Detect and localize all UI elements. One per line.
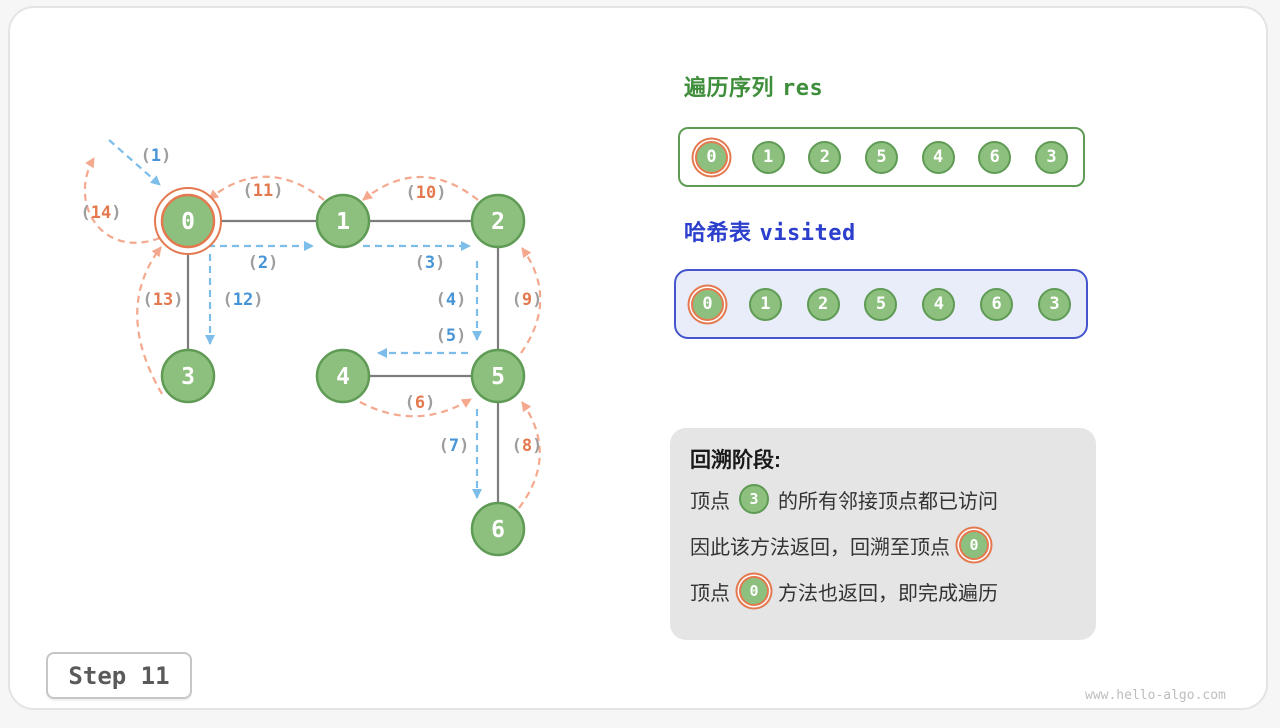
inline-node-0: 0 bbox=[739, 576, 769, 606]
step-label-7: (7) bbox=[439, 436, 470, 456]
step-label-8: (8) bbox=[512, 436, 543, 456]
info-line: 因此该方法返回，回溯至顶点 0 bbox=[690, 522, 1076, 568]
svg-text:0: 0 bbox=[181, 209, 195, 235]
step-label-14: (14) bbox=[81, 203, 122, 223]
step-arrow-9 bbox=[520, 247, 542, 354]
svg-text:2: 2 bbox=[491, 209, 505, 235]
info-text: 顶点 bbox=[690, 490, 730, 513]
step-label-3: (3) bbox=[415, 253, 446, 273]
seq-node-3: 3 bbox=[1034, 140, 1068, 174]
graph-node-4: 4 bbox=[315, 348, 371, 404]
step-arrow-6 bbox=[359, 398, 472, 418]
step-label-2: (2) bbox=[248, 253, 279, 273]
step-label-1: (1) bbox=[141, 146, 172, 166]
seq-node-3: 3 bbox=[1037, 287, 1071, 321]
graph-node-6: 6 bbox=[470, 501, 526, 557]
seq-node-1: 1 bbox=[748, 287, 782, 321]
visited-panel-title: 哈希表 visited bbox=[684, 215, 856, 247]
info-text: 因此该方法返回，回溯至顶点 bbox=[690, 536, 950, 559]
info-lines: 顶点 3 的所有邻接顶点都已访问因此该方法返回，回溯至顶点 0 顶点 0 方法也返回，即完成… bbox=[690, 476, 1076, 614]
info-line: 顶点 0 方法也返回，即完成遍历 bbox=[690, 568, 1076, 614]
graph-node-5: 5 bbox=[470, 348, 526, 404]
graph-node-2: 2 bbox=[470, 193, 526, 249]
graph-node-1: 1 bbox=[315, 193, 371, 249]
step-label-12: (12) bbox=[223, 290, 264, 310]
seq-node-5: 5 bbox=[864, 140, 898, 174]
step-arrow-14 bbox=[83, 157, 161, 244]
res-title-code: res bbox=[782, 76, 824, 101]
step-label-5: (5) bbox=[436, 326, 467, 346]
seq-node-2: 2 bbox=[808, 140, 842, 174]
step-label-9: (9) bbox=[512, 290, 543, 310]
step-arrow-11 bbox=[208, 175, 325, 201]
seq-node-6: 6 bbox=[978, 140, 1012, 174]
info-box: 回溯阶段: 顶点 3 的所有邻接顶点都已访问因此该方法返回，回溯至顶点 0 顶点 0 方法也… bbox=[670, 428, 1096, 640]
graph-canvas: 0 1 2 3 4 5 6 (1) (2) (3) (4) (5) (6) (7) (8) (9) (10) (1… bbox=[81, 139, 543, 557]
seq-node-4: 4 bbox=[922, 287, 956, 321]
watermark: www.hello-algo.com bbox=[1085, 688, 1226, 703]
seq-node-0: 0 bbox=[695, 140, 728, 174]
step-arrow-8 bbox=[518, 401, 541, 509]
info-text: 的所有邻接顶点都已访问 bbox=[778, 490, 998, 513]
res-panel-title: 遍历序列 res bbox=[684, 70, 823, 102]
step-badge: Step 11 bbox=[46, 652, 192, 699]
info-text: 方法也返回，即完成遍历 bbox=[778, 582, 998, 605]
info-text: 顶点 bbox=[690, 582, 730, 605]
res-title-text: 遍历序列 bbox=[684, 75, 775, 100]
info-box-title: 回溯阶段: bbox=[690, 449, 781, 472]
step-arrow-10 bbox=[362, 175, 479, 201]
graph-node-3: 3 bbox=[160, 348, 216, 404]
step-label-10: (10) bbox=[406, 183, 447, 203]
svg-text:6: 6 bbox=[491, 517, 505, 543]
svg-text:5: 5 bbox=[491, 364, 505, 390]
svg-text:3: 3 bbox=[181, 364, 195, 390]
graph-node-0: 0 bbox=[154, 187, 222, 255]
seq-node-6: 6 bbox=[980, 287, 1014, 321]
step-label-6: (6) bbox=[405, 393, 436, 413]
visited-title-code: visited bbox=[759, 221, 856, 246]
inline-node-0: 0 bbox=[959, 530, 989, 560]
svg-text:4: 4 bbox=[336, 364, 350, 390]
svg-text:1: 1 bbox=[336, 209, 350, 235]
info-line: 顶点 3 的所有邻接顶点都已访问 bbox=[690, 476, 1076, 522]
step-label-4: (4) bbox=[436, 290, 467, 310]
seq-node-5: 5 bbox=[864, 287, 898, 321]
seq-node-1: 1 bbox=[751, 140, 785, 174]
seq-node-0: 0 bbox=[691, 287, 724, 321]
step-label-11: (11) bbox=[243, 181, 284, 201]
step-label-13: (13) bbox=[143, 290, 184, 310]
inline-node-3: 3 bbox=[739, 484, 769, 514]
seq-node-2: 2 bbox=[806, 287, 840, 321]
step-arrow-13 bbox=[136, 246, 163, 395]
visited-title-text: 哈希表 bbox=[684, 220, 752, 245]
seq-node-4: 4 bbox=[921, 140, 955, 174]
